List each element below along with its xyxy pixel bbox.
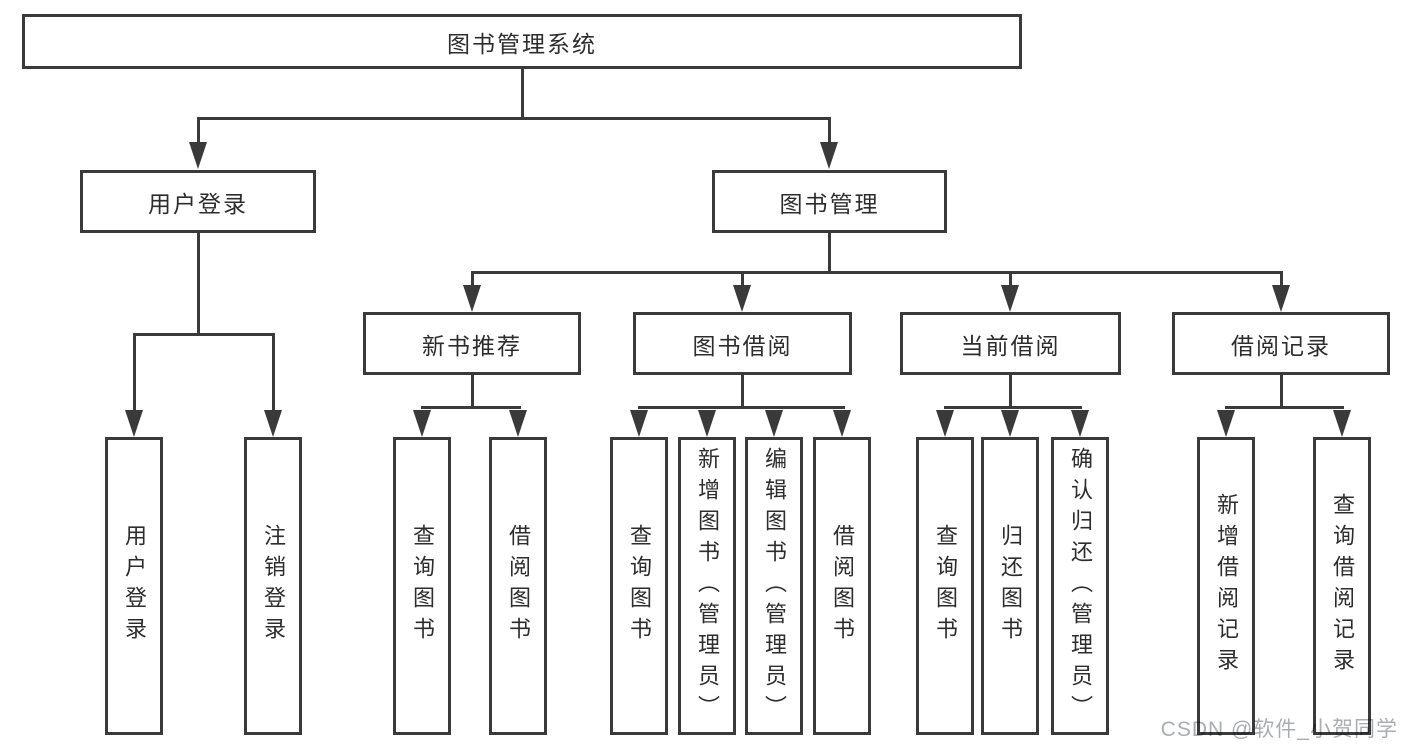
arrowhead-leaf-13 [1333,410,1351,437]
arrowhead-leaf-4 [509,410,527,437]
node-leaf-query-books-2: 查询图书 [610,437,668,735]
leaf-label: 查询图书 [410,524,435,648]
connector-drop-leaf-2 [272,333,275,411]
connector-root-hline [197,117,831,120]
arrowhead-user-login [189,142,207,169]
leaf-label: 查询借阅记录 [1330,493,1355,679]
node-new-book-recommendation-label: 新书推荐 [422,332,522,359]
connector-br-hline [1225,406,1344,409]
leaf-label: 用户登录 [122,524,147,648]
node-leaf-borrow-books-2: 借阅图书 [813,437,871,735]
node-leaf-return-books: 归还图书 [981,437,1039,735]
node-leaf-borrow-books-1: 借阅图书 [489,437,547,735]
arrowhead-leaf-8 [833,410,851,437]
arrowhead-leaf-6 [698,410,716,437]
node-current-borrowing: 当前借阅 [900,312,1121,375]
connector-drop-leaf-1 [133,333,136,411]
arrowhead-leaf-7 [765,410,783,437]
connector-bb-stem [741,375,744,406]
node-book-management: 图书管理 [712,170,947,233]
connector-cb-hline [944,406,1082,409]
leaf-label: 编辑图书（管理员） [762,446,787,726]
node-leaf-logout: 注销登录 [244,437,302,735]
arrowhead-l3-4 [1272,285,1290,312]
connector-drop-user-login [197,117,200,143]
node-leaf-add-books-admin: 新增图书（管理员） [678,437,736,735]
node-leaf-query-borrow-record: 查询借阅记录 [1313,437,1371,735]
node-user-login: 用户登录 [80,170,316,233]
node-new-book-recommendation: 新书推荐 [363,312,581,375]
connector-cb-stem [1009,375,1012,406]
arrowhead-leaf-9 [936,410,954,437]
arrowhead-leaf-5 [630,410,648,437]
node-leaf-user-login: 用户登录 [105,437,163,735]
node-book-borrowing-label: 图书借阅 [692,332,793,359]
arrowhead-l3-3 [1001,285,1019,312]
arrowhead-leaf-1 [125,410,143,437]
node-root-label: 图书管理系统 [447,30,597,57]
node-borrowing-records: 借阅记录 [1172,312,1390,375]
leaf-label: 确认归还（管理员） [1068,446,1093,726]
connector-nbr-hline [421,406,521,409]
leaf-label: 查询图书 [627,524,652,648]
node-leaf-query-books-1: 查询图书 [393,437,451,735]
arrowhead-leaf-12 [1217,410,1235,437]
node-leaf-add-borrow-record: 新增借阅记录 [1197,437,1255,735]
connector-user-login-stem [197,233,200,333]
leaf-label: 查询图书 [933,524,958,648]
node-user-login-label: 用户登录 [148,190,248,217]
connector-bb-hline [638,406,845,409]
connector-book-management-hline [471,271,1283,274]
node-leaf-query-books-3: 查询图书 [916,437,974,735]
leaf-label: 借阅图书 [830,524,855,648]
leaf-label: 归还图书 [998,524,1023,648]
connector-drop-l3-1 [471,271,474,287]
node-leaf-edit-books-admin: 编辑图书（管理员） [745,437,803,735]
csdn-watermark: CSDN @软件_小贺同学 [1160,718,1398,741]
arrowhead-leaf-11 [1071,410,1089,437]
node-borrowing-records-label: 借阅记录 [1231,332,1331,359]
node-book-management-label: 图书管理 [779,190,880,217]
leaf-label: 注销登录 [261,524,286,648]
node-current-borrowing-label: 当前借阅 [960,332,1061,359]
connector-root-stem [521,69,524,118]
node-book-borrowing: 图书借阅 [633,312,852,375]
connector-user-login-hline [133,333,275,336]
node-root: 图书管理系统 [22,14,1022,69]
arrowhead-leaf-10 [1001,410,1019,437]
leaf-label: 新增借阅记录 [1214,493,1239,679]
arrowhead-leaf-2 [264,410,282,437]
arrowhead-book-management [820,142,838,169]
connector-drop-l3-4 [1280,271,1283,287]
connector-drop-l3-3 [1009,271,1012,287]
node-leaf-confirm-return-admin: 确认归还（管理员） [1051,437,1109,735]
connector-book-management-stem [828,233,831,271]
leaf-label: 借阅图书 [506,524,531,648]
leaf-label: 新增图书（管理员） [695,446,720,726]
connector-nbr-stem [471,375,474,406]
connector-drop-l3-2 [741,271,744,287]
connector-drop-book-management [828,117,831,143]
arrowhead-l3-1 [463,285,481,312]
arrowhead-leaf-3 [413,410,431,437]
arrowhead-l3-2 [733,285,751,312]
connector-br-stem [1280,375,1283,406]
